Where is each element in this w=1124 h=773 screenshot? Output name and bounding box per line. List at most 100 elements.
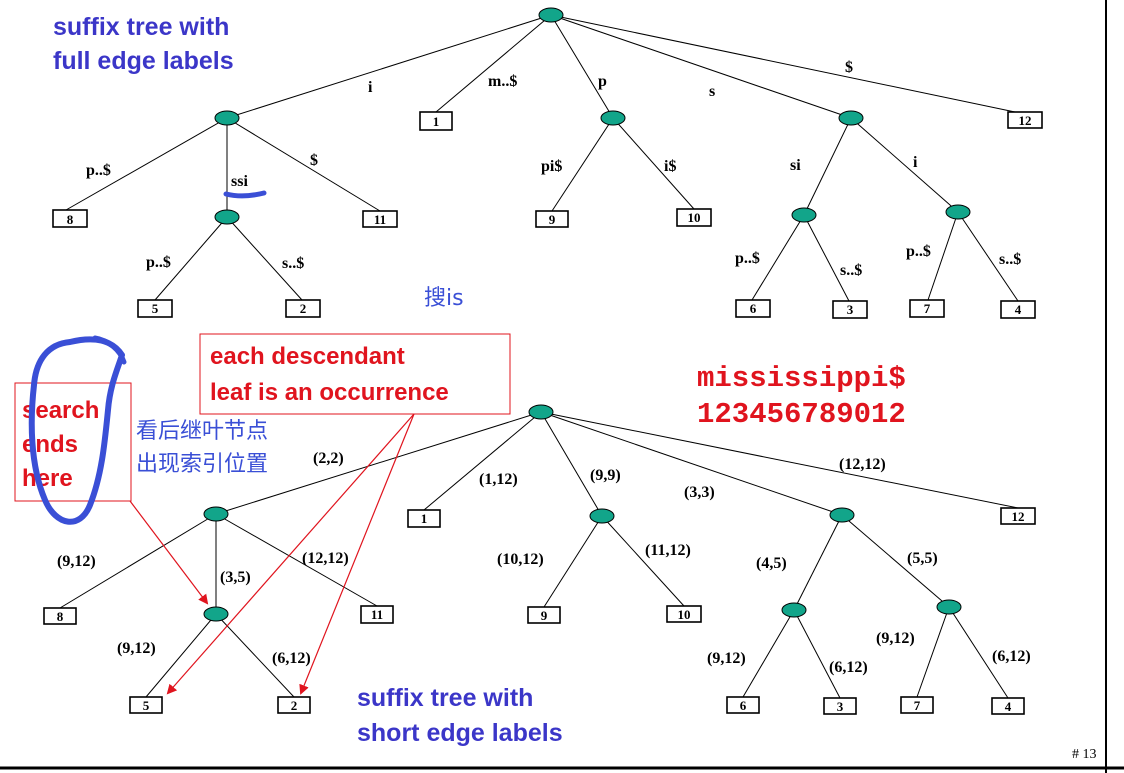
svg-text:9: 9	[549, 212, 556, 227]
top-leaf-3: 3	[832, 300, 868, 319]
top-leaf-5: 5	[137, 299, 173, 318]
svg-text:10: 10	[678, 607, 691, 622]
svg-text:4: 4	[1015, 302, 1022, 317]
page-number: # 13	[1072, 747, 1097, 762]
bottom-leaf-9: 9	[527, 606, 561, 624]
top-node-p	[600, 110, 626, 126]
svg-text:6: 6	[740, 698, 747, 713]
svg-text:2: 2	[300, 301, 307, 316]
svg-text:5: 5	[152, 301, 159, 316]
top-label-si-p: p..$	[735, 250, 760, 267]
bottom-label-s-i: (5,5)	[907, 550, 938, 567]
red-arrows	[129, 413, 415, 695]
svg-text:3: 3	[837, 699, 844, 714]
top-node-si	[945, 204, 971, 220]
bottom-title-line-2: short edge labels	[357, 719, 563, 747]
callout-search-line-3: here	[22, 465, 73, 492]
top-label-p-pi: pi$	[541, 158, 562, 175]
index-text: 123456789012	[697, 398, 906, 431]
bottom-leaf-11: 11	[360, 605, 394, 624]
top-label-ssi-p: p..$	[146, 254, 171, 271]
top-leaf-7: 7	[909, 299, 945, 318]
top-leaf-11: 11	[362, 210, 398, 228]
svg-text:7: 7	[924, 301, 931, 316]
top-leaf-6: 6	[735, 299, 771, 318]
bottom-label-p-pi: (10,12)	[497, 551, 544, 568]
top-leaf-1: 1	[419, 111, 453, 131]
top-label-dollar: $	[845, 59, 853, 76]
bottom-label-sI-p: (9,12)	[876, 630, 915, 647]
svg-text:4: 4	[1005, 699, 1012, 714]
top-title-line-2: full edge labels	[53, 47, 234, 75]
callout-descendant: each descendant leaf is an occurrence	[199, 333, 511, 415]
bottom-label-ssi-p: (9,12)	[117, 640, 156, 657]
callout-descendant-line-2: leaf is an occurrence	[210, 379, 449, 406]
bottom-leaf-7: 7	[900, 696, 934, 714]
svg-text:12: 12	[1019, 113, 1032, 128]
bottom-leaf-2: 2	[277, 696, 311, 714]
top-label-s-i: i	[913, 154, 918, 171]
top-tree-edges	[65, 14, 1019, 302]
string-text: mississippi$	[697, 362, 906, 395]
top-label-s-si: si	[790, 157, 801, 174]
bottom-leaf-12: 12	[1000, 507, 1036, 525]
bottom-leaf-10: 10	[666, 605, 702, 623]
top-root-node	[538, 7, 564, 23]
bottom-label-i: (2,2)	[313, 450, 344, 467]
svg-text:2: 2	[291, 698, 298, 713]
top-leaf-4: 4	[1000, 300, 1036, 319]
svg-text:10: 10	[688, 210, 701, 225]
top-node-s	[838, 110, 864, 126]
top-title-line-1: suffix tree with	[53, 13, 229, 41]
bottom-node-issi	[203, 606, 229, 622]
top-label-p: p	[598, 73, 607, 90]
svg-text:11: 11	[371, 607, 383, 622]
bottom-leaf-4: 4	[991, 697, 1025, 715]
top-label-p-i: i$	[664, 158, 676, 175]
handwritten-underline	[223, 190, 267, 199]
handwritten-note-line-2: 出现索引位置	[136, 452, 268, 477]
top-suffix-tree: 1 12 8 11 9 10 5 2 6 3 7 4 i m..$ p s $ …	[52, 7, 1043, 319]
top-label-i-ssi: ssi	[231, 173, 248, 190]
svg-text:12: 12	[1012, 509, 1025, 524]
svg-text:7: 7	[914, 698, 921, 713]
bottom-label-si-s: (6,12)	[829, 659, 868, 676]
top-leaf-10: 10	[676, 208, 712, 227]
top-label-s: s	[709, 83, 715, 100]
bottom-leaf-3: 3	[823, 697, 857, 715]
top-label-sI-s: s..$	[999, 251, 1021, 268]
bottom-label-s-si: (4,5)	[756, 555, 787, 572]
top-label-m: m..$	[488, 73, 517, 90]
svg-text:1: 1	[433, 114, 440, 129]
top-label-si-s: s..$	[840, 262, 862, 279]
bottom-title-line-1: suffix tree with	[357, 684, 533, 712]
top-leaf-9: 9	[535, 210, 569, 228]
top-node-issi	[214, 209, 240, 225]
handwritten-search-is: 搜is	[424, 286, 464, 311]
top-label-sI-p: p..$	[906, 243, 931, 260]
top-node-i	[214, 110, 240, 126]
top-label-i-dollar: $	[310, 152, 318, 169]
callout-descendant-line-1: each descendant	[210, 343, 405, 370]
bottom-label-si-p: (9,12)	[707, 650, 746, 667]
bottom-node-ssi	[781, 602, 807, 618]
bottom-label-p: (9,9)	[590, 467, 621, 484]
bottom-leaf-5: 5	[129, 696, 163, 714]
svg-text:9: 9	[541, 608, 548, 623]
bottom-node-si	[936, 599, 962, 615]
top-leaf-12: 12	[1007, 111, 1043, 129]
bottom-label-p-i: (11,12)	[645, 542, 691, 559]
bottom-label-i-ssi: (3,5)	[220, 569, 251, 586]
svg-text:11: 11	[374, 212, 386, 227]
bottom-leaf-6: 6	[726, 696, 760, 714]
top-label-i-p: p..$	[86, 162, 111, 179]
bottom-label-ssi-s: (6,12)	[272, 650, 311, 667]
svg-text:1: 1	[421, 511, 428, 526]
bottom-node-s	[829, 507, 855, 523]
svg-text:5: 5	[143, 698, 150, 713]
top-leaf-2: 2	[285, 299, 321, 318]
bottom-label-s: (3,3)	[684, 484, 715, 501]
svg-text:8: 8	[57, 609, 64, 624]
top-label-ssi-s: s..$	[282, 255, 304, 272]
top-label-i: i	[368, 79, 373, 96]
